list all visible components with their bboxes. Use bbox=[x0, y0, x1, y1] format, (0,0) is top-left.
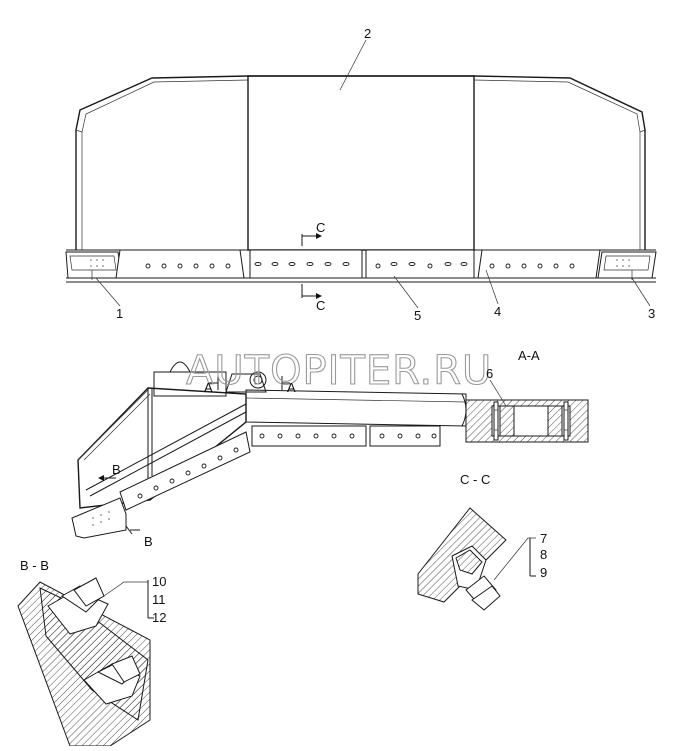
callout-5: 5 bbox=[414, 308, 421, 323]
cutting-edge-bolt-holes bbox=[145, 262, 575, 269]
section-bb-title: B - B bbox=[20, 558, 49, 573]
callout-8: 8 bbox=[540, 547, 547, 562]
section-b-b bbox=[17, 577, 154, 747]
callout-leaders-top bbox=[95, 39, 651, 309]
section-c-mark-bottom: C bbox=[316, 298, 325, 313]
watermark-text: AUTOPITER.RU bbox=[186, 348, 492, 394]
section-b-mark-top: B bbox=[112, 462, 121, 477]
section-a-a bbox=[465, 379, 589, 443]
section-b-mark-bottom: B bbox=[144, 534, 153, 549]
callout-4: 4 bbox=[494, 304, 501, 319]
callout-12: 12 bbox=[152, 610, 166, 625]
right-end-bit bbox=[597, 251, 657, 279]
section-a-mark-right: A bbox=[287, 380, 296, 395]
blade-front-view bbox=[65, 39, 657, 309]
callout-6: 6 bbox=[486, 366, 493, 381]
callout-3: 3 bbox=[648, 306, 655, 321]
callout-11: 11 bbox=[152, 592, 166, 607]
frame-bolt-holes bbox=[259, 433, 437, 439]
callout-1: 1 bbox=[116, 306, 123, 321]
callout-7: 7 bbox=[540, 531, 547, 546]
section-aa-title: A-A bbox=[518, 348, 540, 363]
callout-10: 10 bbox=[152, 574, 166, 589]
section-labels: A-A C - C B - B C C A A B B bbox=[20, 220, 540, 573]
callout-labels: 2 1 5 4 3 6 7 8 9 10 11 12 bbox=[116, 26, 655, 625]
callout-2: 2 bbox=[364, 26, 371, 41]
blade-end-view bbox=[71, 361, 467, 539]
section-c-c bbox=[417, 507, 536, 611]
section-c-mark-top: C bbox=[316, 220, 325, 235]
center-cutting-edge-right bbox=[365, 249, 475, 279]
callout-9: 9 bbox=[540, 565, 547, 580]
section-cc-title: C - C bbox=[460, 472, 490, 487]
end-edge-bolt-holes bbox=[137, 447, 239, 499]
section-c-marker bbox=[301, 233, 322, 299]
section-a-mark-left: A bbox=[204, 380, 213, 395]
